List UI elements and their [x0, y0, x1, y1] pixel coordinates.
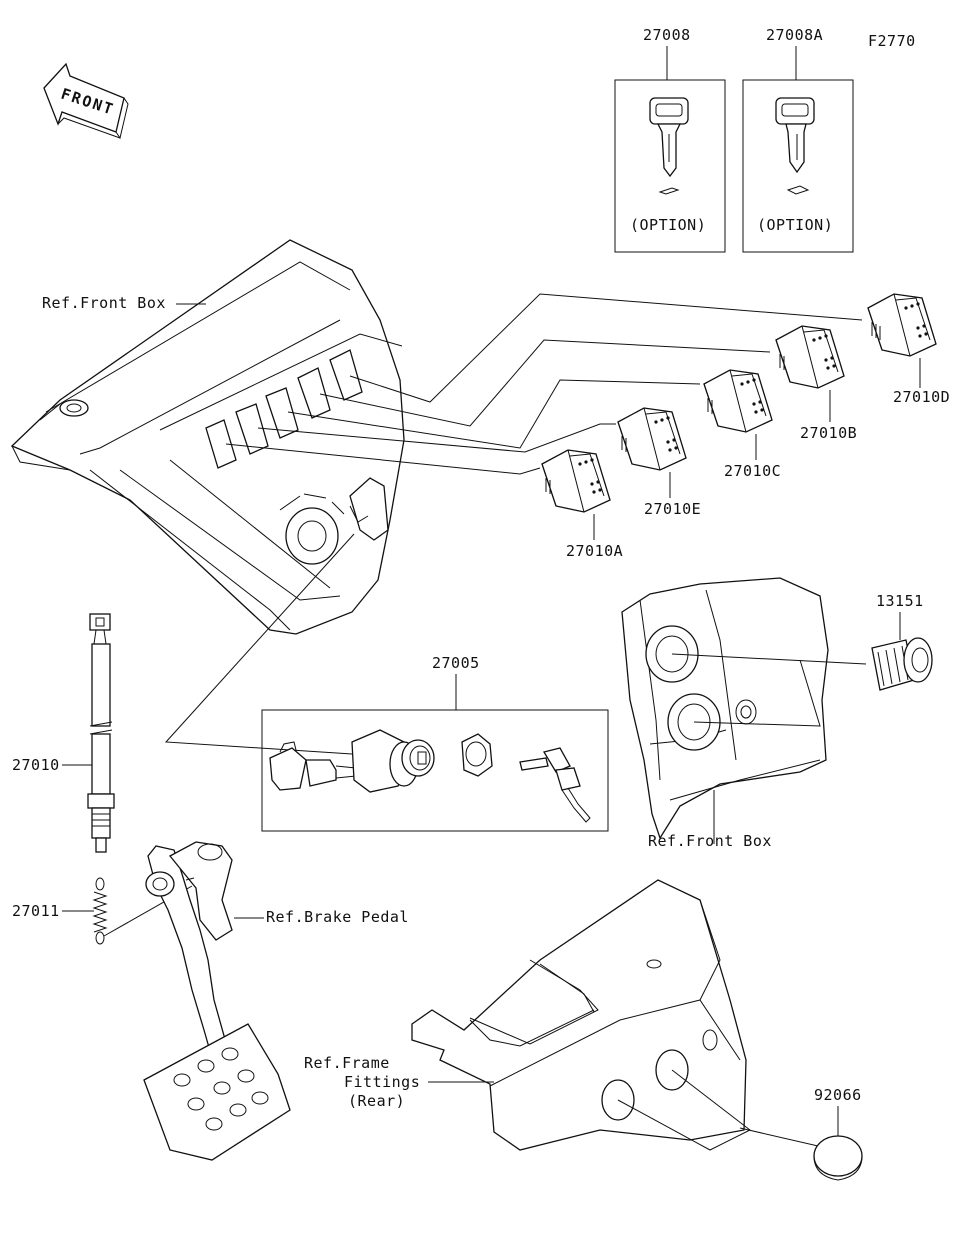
- return-spring: [92, 877, 108, 945]
- label-27010e: 27010E: [644, 500, 701, 518]
- key-box-27008a: 27008A (OPTION): [742, 26, 854, 253]
- label-27010: 27010: [12, 756, 60, 774]
- rocker-switch-27010d: [867, 293, 937, 357]
- brake-pedal: [143, 841, 291, 1161]
- ignition-switch-box: 27005: [261, 654, 609, 832]
- label-27005: 27005: [432, 654, 480, 672]
- rocker-switch-27010a: [541, 449, 611, 513]
- front-box-side-panel: [621, 577, 829, 840]
- key-box-27008: 27008 (OPTION): [614, 26, 726, 253]
- frame-fittings-rear: [411, 879, 747, 1151]
- rocker-switch-27010b: [775, 325, 845, 389]
- label-27008a: 27008A: [766, 26, 823, 44]
- label-27011: 27011: [12, 902, 60, 920]
- label-27008: 27008: [643, 26, 691, 44]
- label-92066: 92066: [814, 1086, 862, 1104]
- outlet-leader-lower: [693, 659, 821, 727]
- key-icon: [775, 97, 815, 174]
- key-icon: [649, 97, 689, 178]
- option-label-b: (OPTION): [757, 216, 833, 234]
- outlet-leader-upper: [671, 653, 867, 665]
- pedal-pad-holes: [173, 1047, 269, 1131]
- switch-leader-lines: [225, 293, 863, 475]
- figure-code: F2770: [868, 32, 916, 50]
- cap-leader-frame: [617, 1069, 751, 1151]
- ref-frame-line1: Ref.Frame: [304, 1054, 390, 1072]
- front-arrow-icon: FRONT: [43, 62, 129, 140]
- rocker-switch-27010c: [703, 369, 773, 433]
- frame-cap: [813, 1135, 863, 1181]
- rocker-switch-27010e: [617, 407, 687, 471]
- ref-frame-line3: (Rear): [348, 1092, 405, 1110]
- ref-front-box-right: Ref.Front Box: [648, 832, 772, 850]
- power-outlet: [871, 637, 933, 691]
- ref-brake-pedal: Ref.Brake Pedal: [266, 908, 409, 926]
- ref-frame-line2: Fittings: [344, 1073, 420, 1091]
- label-13151: 13151: [876, 592, 924, 610]
- label-27010c: 27010C: [724, 462, 781, 480]
- front-box-panel: [10, 239, 405, 635]
- label-27010b: 27010B: [800, 424, 857, 442]
- cap-leader: [739, 1127, 819, 1147]
- switch-slots: [205, 349, 363, 469]
- label-27010d: 27010D: [893, 388, 950, 406]
- brake-light-switch: [87, 613, 115, 853]
- option-label-a: (OPTION): [630, 216, 706, 234]
- ignition-hole: [285, 507, 339, 565]
- label-27010a: 27010A: [566, 542, 623, 560]
- ref-front-box-top: Ref.Front Box: [42, 294, 166, 312]
